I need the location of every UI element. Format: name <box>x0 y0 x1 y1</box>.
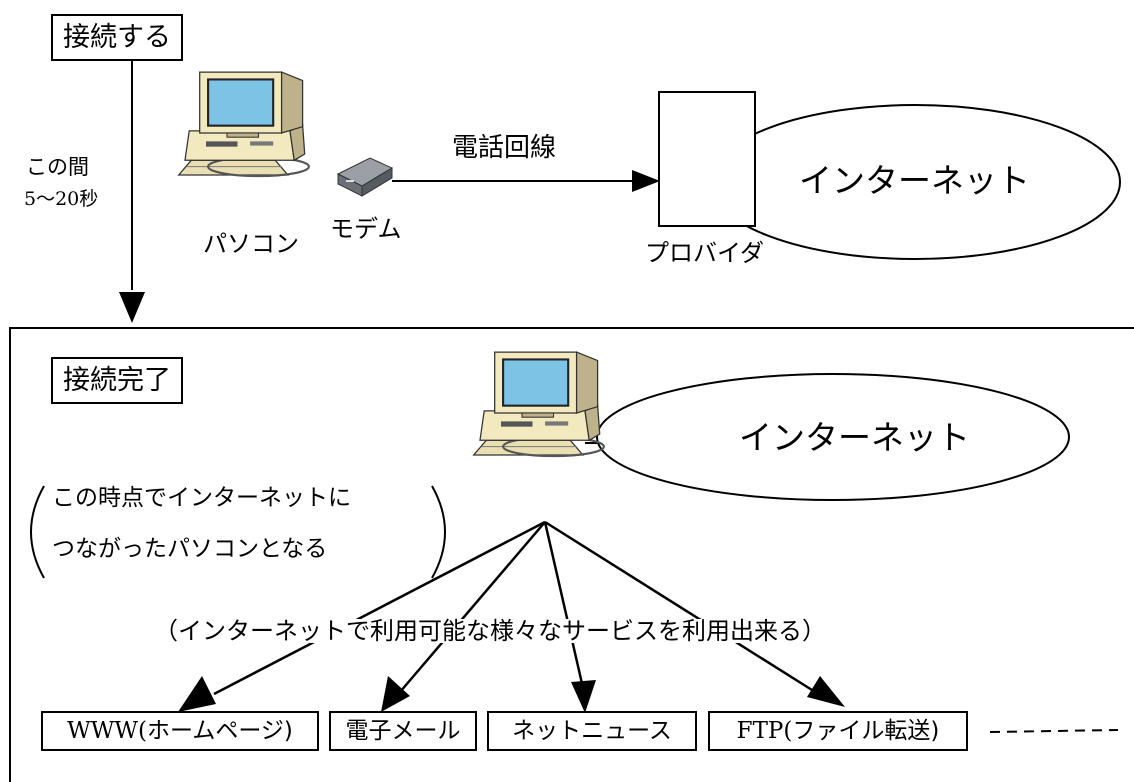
note-line2: つながったパソコンとなる <box>52 536 328 562</box>
note-line1: この時点でインターネットに <box>52 485 351 511</box>
complete-label: 接続完了 <box>51 357 183 404</box>
connected-frame <box>9 327 1134 782</box>
phone-line-label: 電話回線 <box>452 133 557 163</box>
services-caption: （インターネットで利用可能な様々なサービスを利用出来る） <box>152 617 828 645</box>
provider-box <box>658 91 756 227</box>
service-www: WWW(ホームページ) <box>41 711 319 751</box>
service-ftp: FTP(ファイル転送) <box>708 711 968 751</box>
more-services-dash <box>989 729 1119 733</box>
pc-label: パソコン <box>203 230 299 258</box>
computer-icon <box>177 71 310 178</box>
arrow-icon <box>178 676 845 713</box>
provider-label: プロバイダ <box>645 239 765 267</box>
modem-icon <box>336 157 394 197</box>
arrow-icon <box>119 292 145 323</box>
internet-label-bottom: インターネット <box>739 418 970 457</box>
computer-icon <box>472 351 605 458</box>
modem-label: モデム <box>330 215 402 243</box>
duration-line1: この間 <box>26 155 89 179</box>
service-email: 電子メール <box>329 711 477 751</box>
internet-ellipse-bottom <box>596 373 1070 501</box>
duration-line2: 5～20秒 <box>24 188 99 210</box>
connect-label: 接続する <box>51 14 183 61</box>
internet-label-top: インターネット <box>799 161 1030 200</box>
service-netnews: ネットニュース <box>487 711 697 751</box>
